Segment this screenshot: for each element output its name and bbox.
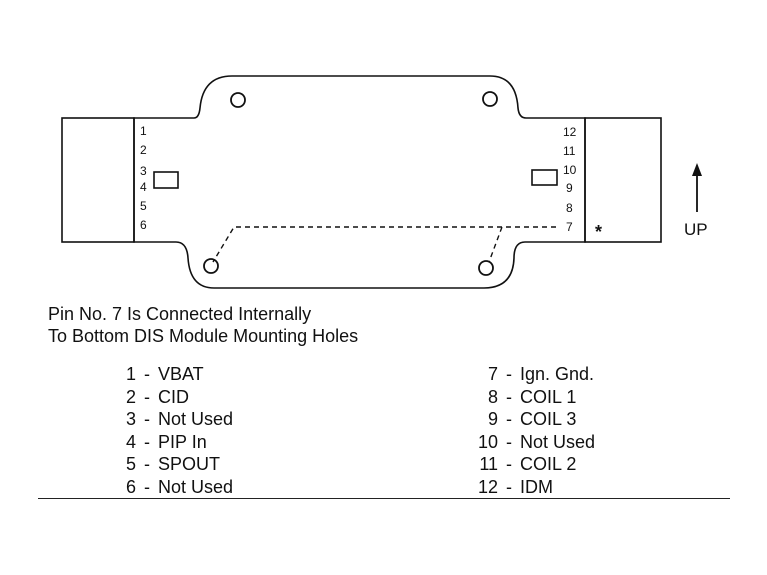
- pin-function: SPOUT: [158, 454, 221, 474]
- pin-number: 11: [479, 454, 498, 474]
- pin-function: COIL 1: [520, 386, 577, 407]
- pin-legend-left: 1-VBAT 2-CID 3-Not Used 4-PIP In 5-SPOUT…: [108, 363, 233, 498]
- up-arrow-icon: [692, 163, 702, 212]
- pin-number: 5: [125, 454, 136, 474]
- bottom-right-mounting-hole: [478, 260, 494, 276]
- left-pin-label: 6: [140, 218, 147, 232]
- left-locator-tab: [153, 171, 179, 189]
- pin-function: Not Used: [158, 409, 234, 429]
- pin-separator: -: [144, 476, 150, 497]
- note-line-1: Pin No. 7 Is Connected Internally: [48, 304, 312, 324]
- pin-separator: -: [144, 364, 150, 384]
- pin-separator: -: [506, 476, 512, 497]
- pin-legend-row: 8-COIL 1: [470, 386, 595, 409]
- pin-number: 6: [125, 476, 136, 497]
- pin-legend-row: 9-COIL 3: [470, 408, 595, 431]
- right-pin-label: 10: [563, 163, 577, 177]
- right-pin-label: 8: [566, 201, 573, 215]
- pin-number: 12: [477, 476, 498, 497]
- pin-legend-row: 2-CID: [108, 386, 233, 409]
- dis-module-diagram: 1 2 3 4 5 6 12 11 10 9 8 7 * UP: [61, 75, 708, 289]
- pin-legend-row: 3-Not Used: [108, 408, 233, 431]
- pin-legend-row: 10-Not Used: [470, 431, 595, 454]
- pin-legend-row: 11-COIL 2: [470, 453, 595, 476]
- pin-legend-right: 7-Ign. Gnd. 8-COIL 1 9-COIL 3 10-Not Use…: [470, 363, 595, 498]
- internal-ground-dashed-line: [212, 226, 556, 263]
- pin-number: 3: [125, 409, 136, 429]
- pin-function: IDM: [520, 476, 553, 497]
- pin-legend-row: 12-IDM: [470, 476, 595, 499]
- pin-separator: -: [144, 431, 150, 452]
- up-label: UP: [684, 220, 708, 239]
- pin-function: PIP In: [158, 431, 207, 452]
- pin-separator: -: [506, 364, 512, 384]
- module-body-outline: [133, 75, 586, 289]
- bottom-divider: [38, 498, 730, 499]
- pin-legend-row: 6-Not Used: [108, 476, 233, 499]
- right-pin-label: 7: [566, 220, 573, 234]
- left-connector-block: [61, 117, 135, 243]
- pin-function: COIL 3: [520, 409, 577, 429]
- pin-separator: -: [506, 409, 512, 429]
- top-left-mounting-hole: [230, 92, 246, 108]
- right-pin-label: 11: [563, 144, 576, 158]
- pin-number: 1: [125, 364, 136, 384]
- right-pin-label: 9: [566, 181, 573, 195]
- pin-separator: -: [144, 409, 150, 429]
- pin-legend-row: 1-VBAT: [108, 363, 233, 386]
- pin-separator: -: [506, 454, 512, 474]
- pin-function: VBAT: [158, 364, 204, 384]
- right-locator-tab: [531, 169, 558, 186]
- left-pin-label: 2: [140, 143, 147, 157]
- top-right-mounting-hole: [482, 91, 498, 107]
- pin-function: COIL 2: [520, 454, 577, 474]
- pin-number: 8: [487, 386, 498, 407]
- pin-number: 10: [477, 431, 498, 452]
- pin-legend-row: 5-SPOUT: [108, 453, 233, 476]
- pin-legend-row: 4-PIP In: [108, 431, 233, 454]
- pin-number: 2: [125, 386, 136, 407]
- left-pin-label: 1: [140, 124, 147, 138]
- left-pin-label: 4: [140, 180, 147, 194]
- pin-number: 7: [487, 364, 498, 384]
- note-line-2: To Bottom DIS Module Mounting Holes: [48, 326, 359, 346]
- pin-number: 4: [125, 431, 136, 452]
- pin-7-asterisk: *: [595, 222, 602, 242]
- pin-separator: -: [506, 386, 512, 407]
- pin-number: 9: [487, 409, 498, 429]
- pin-separator: -: [506, 431, 512, 452]
- pin-separator: -: [144, 454, 150, 474]
- right-pin-label: 12: [563, 125, 577, 139]
- bottom-left-mounting-hole: [203, 258, 219, 274]
- pin-legend-row: 7-Ign. Gnd.: [470, 363, 595, 386]
- left-pin-label: 3: [140, 164, 147, 178]
- pin-function: Not Used: [158, 476, 234, 497]
- pin-function: CID: [158, 386, 189, 407]
- pin-separator: -: [144, 386, 150, 407]
- left-pin-label: 5: [140, 199, 147, 213]
- pin-function: Ign. Gnd.: [520, 364, 595, 384]
- pin-function: Not Used: [520, 431, 596, 452]
